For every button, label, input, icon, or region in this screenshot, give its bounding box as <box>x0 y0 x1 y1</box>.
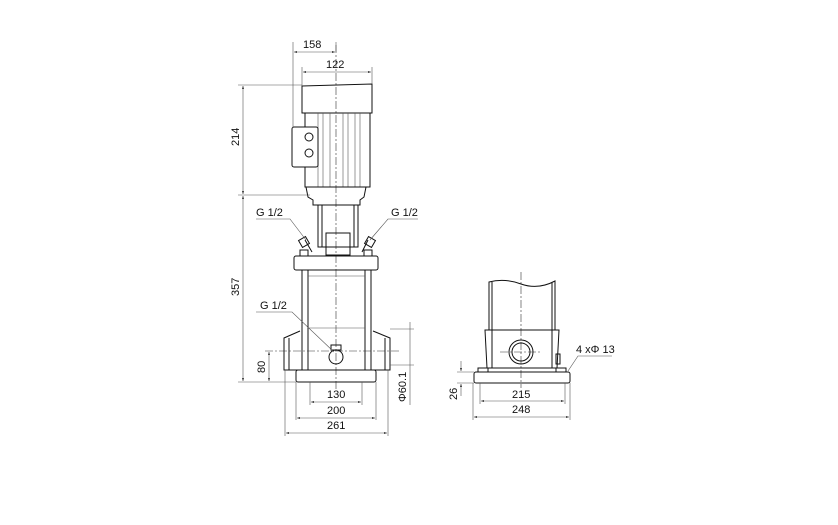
motor <box>291 83 373 206</box>
dim-port-diameter: Φ60.1 <box>397 372 409 402</box>
label-vent-right: G 1/2 <box>391 207 418 219</box>
side-view: 4 xΦ 13 26 215 248 <box>448 272 615 420</box>
dim-122: 122 <box>326 59 344 71</box>
dim-214: 214 <box>230 128 242 146</box>
label-vent-left: G 1/2 <box>256 207 283 219</box>
label-holes: 4 xΦ 13 <box>576 344 615 356</box>
dim-357: 357 <box>230 278 242 296</box>
side-dimensions <box>457 361 571 420</box>
label-drain: G 1/2 <box>260 300 287 312</box>
dim-215: 215 <box>512 389 530 401</box>
dim-26: 26 <box>448 388 460 400</box>
side-base-plate <box>473 371 571 384</box>
dim-261: 261 <box>327 420 345 432</box>
terminal-box <box>291 126 319 168</box>
base-plate <box>295 369 377 383</box>
dim-158: 158 <box>303 39 321 51</box>
leaders <box>256 218 418 353</box>
pump-body <box>265 249 400 383</box>
front-dimensions <box>238 42 414 436</box>
front-view: G 1/2 G 1/2 G 1/2 158 122 214 357 <box>230 39 418 436</box>
coupling <box>305 186 367 206</box>
shaft-housing <box>297 204 377 256</box>
dim-80: 80 <box>256 361 268 373</box>
dim-248: 248 <box>512 404 530 416</box>
dim-200: 200 <box>327 405 345 417</box>
dim-130: 130 <box>327 389 345 401</box>
